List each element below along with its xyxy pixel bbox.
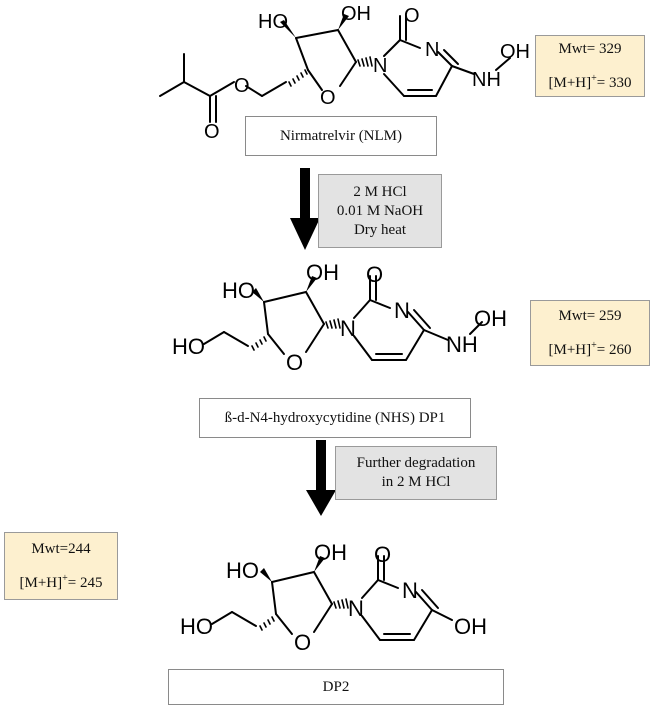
compound-name-dp1: ß-d-N4-hydroxycytidine (NHS) DP1	[199, 398, 471, 438]
atom-nh: NH	[446, 332, 478, 357]
mwt-label: Mwt= 329	[558, 41, 622, 57]
mwt-label: Mwt=244	[31, 541, 91, 557]
condition-line: 0.01 M NaOH	[336, 202, 424, 219]
atom-o: O	[234, 75, 250, 97]
atom-n: N	[340, 316, 356, 341]
atom-o: O	[320, 87, 336, 109]
dp1-structure	[203, 275, 483, 361]
compound-name-label: ß-d-N4-hydroxycytidine (NHS) DP1	[224, 409, 446, 426]
atom-o: O	[204, 121, 220, 143]
atom-n: N	[394, 298, 410, 323]
atom-ho: HO	[172, 334, 205, 359]
arrow-1	[290, 168, 320, 250]
atom-n: N	[402, 578, 418, 603]
mh-label: [M+H]+= 260	[548, 340, 632, 358]
conditions-box-2: Further degradation in 2 M HCl	[335, 446, 497, 500]
mass-box-dp2: Mwt=244 [M+H]+= 245	[4, 532, 118, 600]
atom-o: O	[374, 542, 391, 567]
compound-name-nlm: Nirmatrelvir (NLM)	[245, 116, 437, 156]
atom-oh: OH	[474, 306, 507, 331]
nirmatrelvir-structure	[159, 14, 511, 123]
dp1-atoms: HO OH O N N HO O NH OH	[172, 260, 507, 375]
arrow-2	[306, 440, 336, 516]
atom-n: N	[348, 596, 364, 621]
atom-oh: OH	[306, 260, 339, 285]
atom-oh: OH	[500, 41, 530, 63]
atom-n: N	[425, 39, 439, 61]
atom-ho: HO	[222, 278, 255, 303]
atom-ho: HO	[258, 11, 288, 33]
compound-name-dp2: DP2	[168, 669, 504, 705]
atom-o: O	[404, 5, 420, 27]
dp2-structure	[211, 555, 453, 641]
nirmatrelvir-atoms: HO OH O N N O O O NH OH	[204, 3, 530, 143]
mwt-label: Mwt= 259	[558, 308, 622, 324]
dp2-atoms: HO OH O N N HO O OH	[180, 540, 487, 655]
condition-line: in 2 M HCl	[381, 474, 451, 490]
condition-line: 2 M HCl	[353, 183, 407, 200]
compound-name-label: Nirmatrelvir (NLM)	[279, 127, 403, 144]
mh-label: [M+H]+= 245	[19, 573, 103, 591]
condition-line: Further degradation	[356, 455, 476, 471]
atom-ho: HO	[180, 614, 213, 639]
atom-n: N	[373, 55, 387, 77]
atom-o: O	[366, 262, 383, 287]
atom-nh: NH	[472, 69, 501, 91]
conditions-box-1: 2 M HCl 0.01 M NaOH Dry heat	[318, 174, 442, 248]
mh-label: [M+H]+= 330	[548, 73, 632, 91]
atom-o: O	[294, 630, 311, 655]
atom-oh: OH	[314, 540, 347, 565]
atom-oh: OH	[454, 614, 487, 639]
condition-line: Dry heat	[353, 221, 407, 238]
compound-name-label: DP2	[322, 678, 350, 695]
atom-o: O	[286, 350, 303, 375]
mass-box-nlm: Mwt= 329 [M+H]+= 330	[535, 35, 645, 97]
atom-ho: HO	[226, 558, 259, 583]
atom-oh: OH	[341, 3, 371, 25]
mass-box-dp1: Mwt= 259 [M+H]+= 260	[530, 300, 650, 366]
